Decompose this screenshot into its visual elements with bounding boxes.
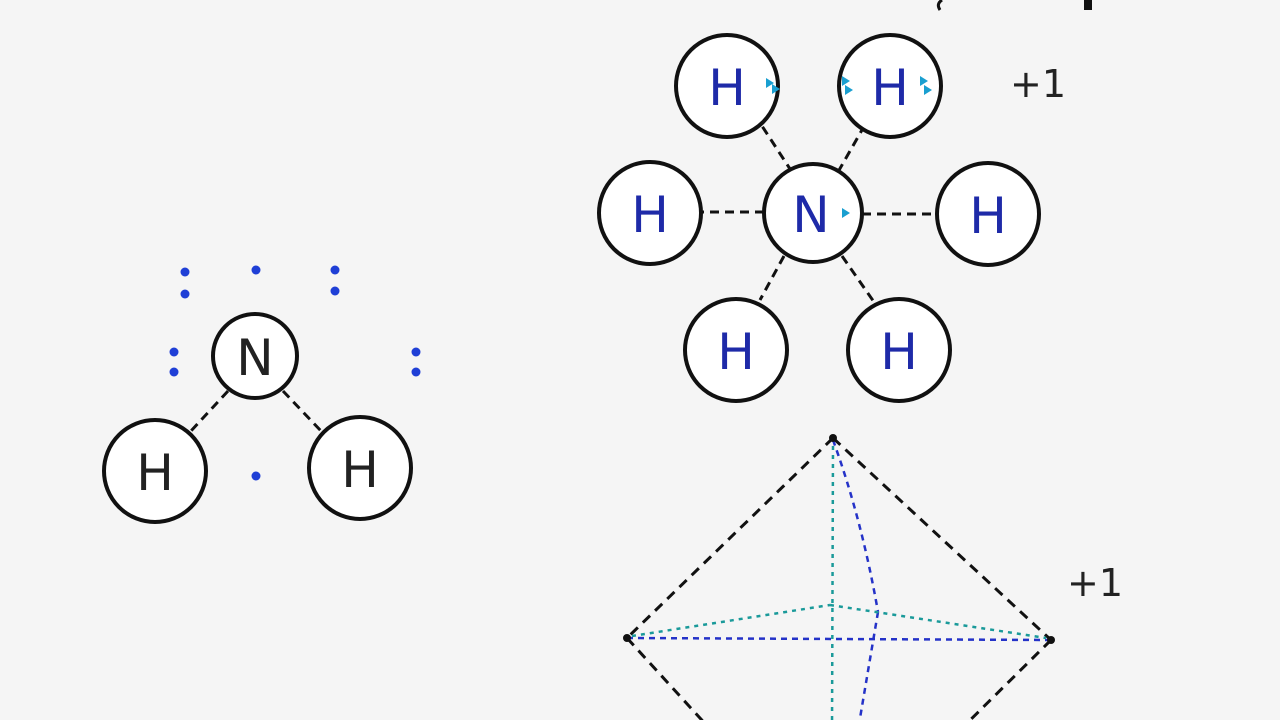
octa-inner-edge (830, 445, 835, 720)
atom-label: N (236, 329, 273, 387)
electron-marker (924, 85, 932, 95)
electron-markers (766, 76, 932, 218)
charge-label: +1 (1067, 561, 1123, 605)
atom-h-top-right: H (837, 33, 943, 139)
electron-dot (251, 471, 261, 481)
electron-dot (180, 267, 190, 277)
electron-dot (330, 286, 340, 296)
atom-label: H (631, 186, 669, 244)
electron-dot (330, 265, 340, 275)
text-fragment (1084, 0, 1092, 10)
electron-marker (766, 78, 774, 88)
electron-marker (772, 84, 780, 94)
electron-marker (920, 76, 928, 86)
octa-inner-edge (831, 439, 880, 613)
octahedron: +1 (623, 434, 1123, 720)
bond (760, 125, 794, 173)
atom-h-right: H (935, 161, 1041, 267)
bond (840, 255, 876, 303)
electron-dot (251, 265, 261, 275)
bond-n-h-right (281, 389, 324, 434)
atom-label: H (969, 187, 1007, 245)
octa-inner-edge (626, 636, 1052, 642)
electron-marker (842, 208, 850, 218)
electron-dot (411, 367, 421, 377)
atom-label: H (880, 323, 918, 381)
octa-vertex (1047, 636, 1055, 644)
electron-marker (845, 85, 853, 95)
octa-edge (968, 638, 1053, 720)
atom-label: H (717, 323, 755, 381)
atom-n-center: N (211, 312, 299, 400)
octa-vertex (829, 434, 837, 442)
octa-inner-edge (829, 603, 1047, 640)
octa-inner-edge (631, 603, 831, 638)
electron-dots (169, 265, 421, 481)
bracket-fragment (936, 0, 943, 11)
octa-edge (625, 436, 835, 640)
atom-label: H (708, 59, 746, 117)
atom-h-bottom-right: H (846, 297, 952, 403)
atom-h-left: H (597, 160, 703, 266)
charge-label: +1 (1010, 62, 1066, 106)
atom-label: N (792, 186, 829, 244)
atom-h-left: H (102, 418, 208, 524)
electron-dot (169, 367, 179, 377)
complex-ion: H H H N H H H (597, 33, 1066, 403)
octa-inner-edge (858, 611, 880, 720)
electron-dot (411, 347, 421, 357)
atom-label: H (341, 441, 379, 499)
electron-dot (169, 347, 179, 357)
electron-marker (842, 76, 850, 86)
atom-h-bottom-left: H (683, 297, 789, 403)
octa-vertex (623, 634, 631, 642)
octa-edge (625, 636, 704, 720)
octa-edge (831, 436, 1053, 642)
nh2-molecule: N H H (102, 265, 421, 524)
atom-label: H (136, 444, 174, 502)
atom-n-center: N (762, 162, 864, 264)
atom-h-right: H (307, 415, 413, 521)
top-edge-fragment (936, 0, 1092, 11)
electron-dot (180, 289, 190, 299)
atom-h-top-left: H (674, 33, 780, 139)
bond (758, 255, 786, 301)
bond (836, 129, 864, 173)
atom-label: H (871, 59, 909, 117)
bond-n-h-left (188, 389, 230, 434)
